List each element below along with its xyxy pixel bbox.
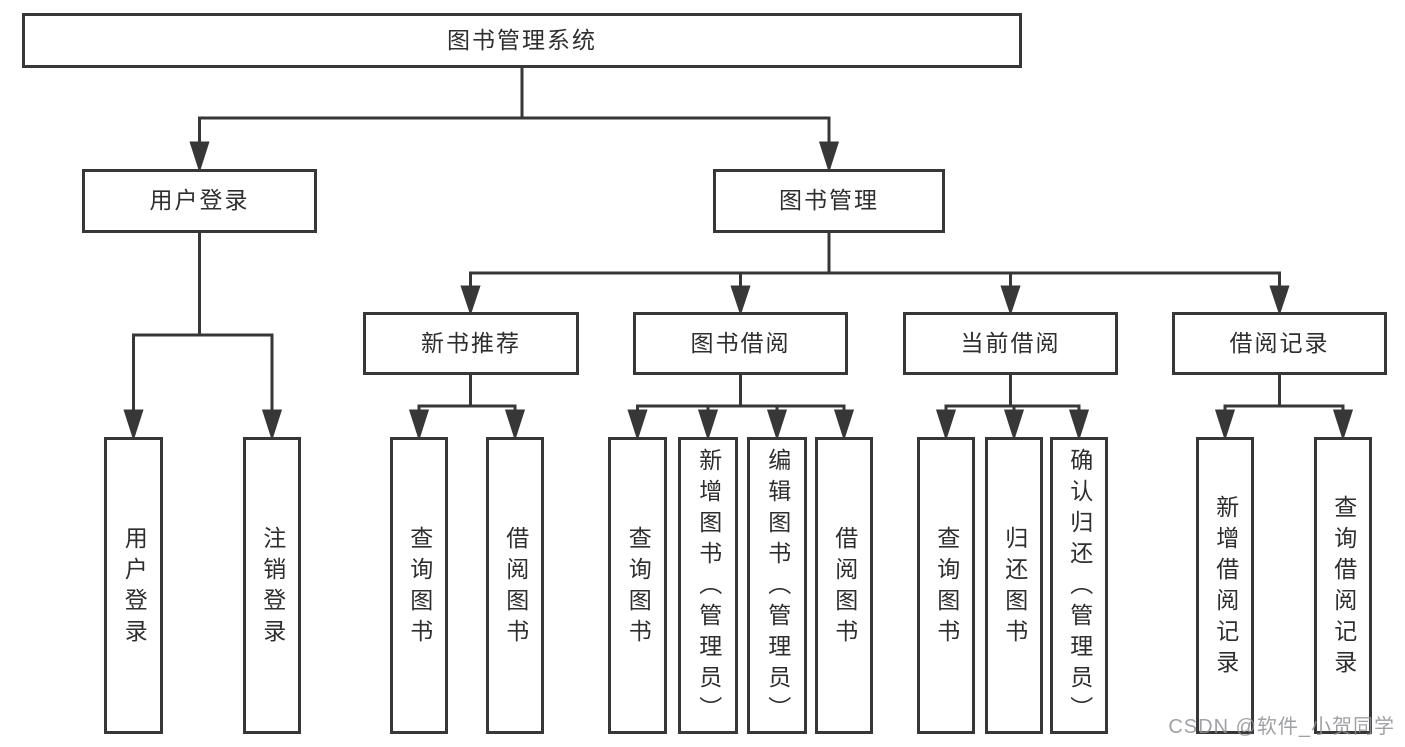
csdn-watermark: CSDN @软件_小贺同学 — [1168, 716, 1395, 738]
leaf-add-books-admin: 新增图书（管理员） — [678, 437, 738, 734]
leaf-confirm-return-admin: 确认归还（管理员） — [1050, 437, 1108, 734]
leaf-user-login: 用户登录 — [104, 437, 163, 734]
connector-new-book-rec-to-leaves — [408, 375, 526, 441]
leaf-logout: 注销登录 — [243, 437, 301, 734]
leaf-query-books-recommend: 查询图书 — [390, 437, 448, 734]
leaf-return-books: 归还图书 — [985, 437, 1043, 734]
leaf-edit-books-admin: 编辑图书（管理员） — [747, 437, 807, 734]
node-borrowing-records: 借阅记录 — [1172, 312, 1387, 375]
leaf-query-books-borrowing: 查询图书 — [608, 437, 667, 734]
connector-current-borrow-to-leaves — [935, 375, 1090, 441]
node-book-borrowing: 图书借阅 — [633, 312, 848, 375]
node-current-borrowing: 当前借阅 — [903, 312, 1118, 375]
connector-borrow-records-to-leaves — [1214, 375, 1354, 441]
leaf-add-borrow-record: 新增借阅记录 — [1196, 437, 1254, 734]
leaf-borrow-books: 借阅图书 — [815, 437, 873, 734]
node-new-book-recommend: 新书推荐 — [363, 312, 579, 375]
connector-book-mgmt-to-sections — [460, 233, 1290, 316]
node-user-login: 用户登录 — [82, 169, 317, 233]
connector-user-login-to-leaves — [123, 233, 283, 441]
leaf-query-borrow-record: 查询借阅记录 — [1314, 437, 1372, 734]
connector-book-borrow-to-leaves — [627, 375, 855, 441]
node-root-system: 图书管理系统 — [22, 13, 1022, 68]
node-book-management: 图书管理 — [713, 169, 945, 233]
leaf-borrow-books-recommend: 借阅图书 — [486, 437, 544, 734]
connector-root-to-branches — [189, 68, 840, 173]
leaf-query-books-current: 查询图书 — [917, 437, 975, 734]
